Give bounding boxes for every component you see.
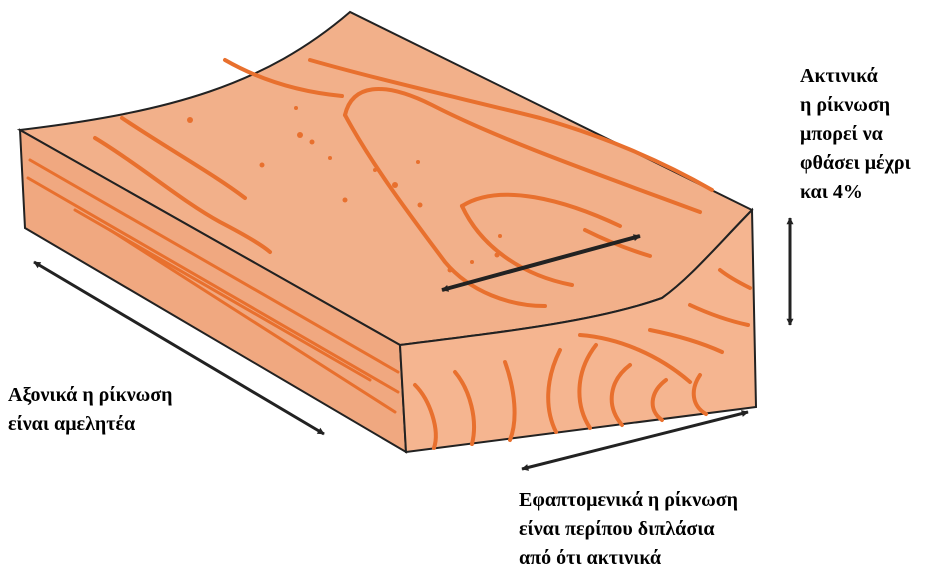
- radial-label-line: και 4%: [800, 178, 911, 207]
- radial-label-line: Ακτινικά: [800, 62, 911, 91]
- tangential-label-line: Εφαπτομενικά η ρίκνωση: [519, 486, 738, 515]
- axial-label-line: Αξονικά η ρίκνωση: [8, 381, 172, 410]
- tangential-shrinkage-label: Εφαπτομενικά η ρίκνωση είναι περίπου διπ…: [519, 486, 738, 573]
- tangential-label-line: από ότι ακτινικά: [519, 544, 738, 573]
- radial-label-line: η ρίκνωση: [800, 91, 911, 120]
- axial-label-line: είναι αμελητέα: [8, 410, 172, 439]
- tangential-label-line: είναι περίπου διπλάσια: [519, 515, 738, 544]
- radial-label-line: μπορεί να: [800, 120, 911, 149]
- axial-shrinkage-label: Αξονικά η ρίκνωση είναι αμελητέα: [8, 381, 172, 439]
- radial-label-line: φθάσει μέχρι: [800, 149, 911, 178]
- radial-shrinkage-label: Ακτινικά η ρίκνωση μπορεί να φθάσει μέχρ…: [800, 62, 911, 207]
